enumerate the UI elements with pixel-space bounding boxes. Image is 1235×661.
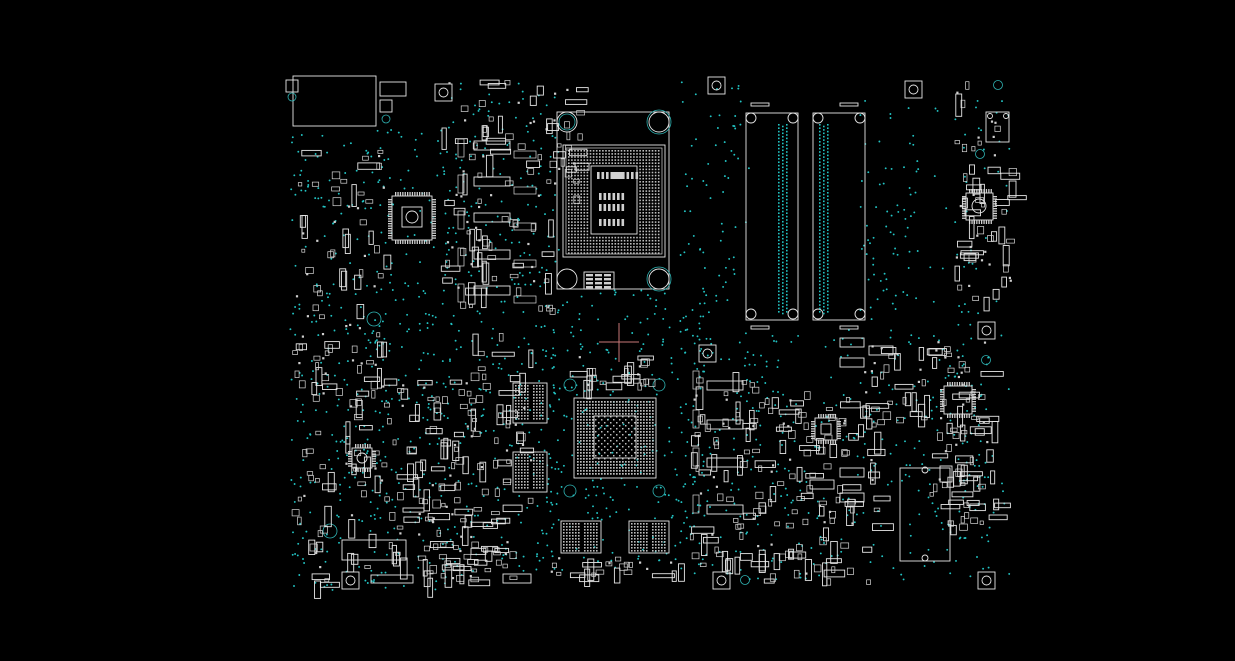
pcie-slot[interactable] — [899, 465, 953, 562]
bios-chip[interactable] — [962, 189, 997, 224]
super-io-chip[interactable] — [388, 192, 436, 244]
mounting-holes — [322, 76, 1003, 590]
mounting-hole — [712, 571, 731, 590]
dimm-slot-a[interactable] — [745, 102, 799, 330]
mounting-hole — [977, 571, 996, 590]
mounting-hole — [341, 571, 360, 590]
dimm-slot-b[interactable] — [812, 102, 866, 330]
mounting-hole — [904, 80, 923, 99]
mounting-hole — [977, 321, 996, 340]
lan-chip[interactable] — [811, 414, 841, 444]
usb-header-right[interactable] — [985, 111, 1010, 143]
smd-components — [291, 79, 1027, 599]
chipset-bga[interactable] — [563, 378, 666, 498]
mounting-hole — [707, 76, 726, 95]
via-field — [289, 81, 1011, 591]
front-panel-header[interactable] — [341, 539, 532, 584]
memory-bga-2[interactable] — [512, 451, 548, 493]
memory-bga-3[interactable] — [560, 520, 602, 554]
memory-bga-1[interactable] — [512, 382, 548, 424]
io-connector-top-left[interactable] — [285, 75, 407, 127]
clock-gen-chip[interactable] — [348, 444, 376, 472]
crosshair-cursor — [599, 323, 639, 362]
memory-bga-4[interactable] — [628, 520, 670, 554]
mounting-hole — [698, 344, 717, 363]
cpu-socket[interactable] — [556, 109, 672, 292]
mounting-hole — [434, 83, 453, 102]
